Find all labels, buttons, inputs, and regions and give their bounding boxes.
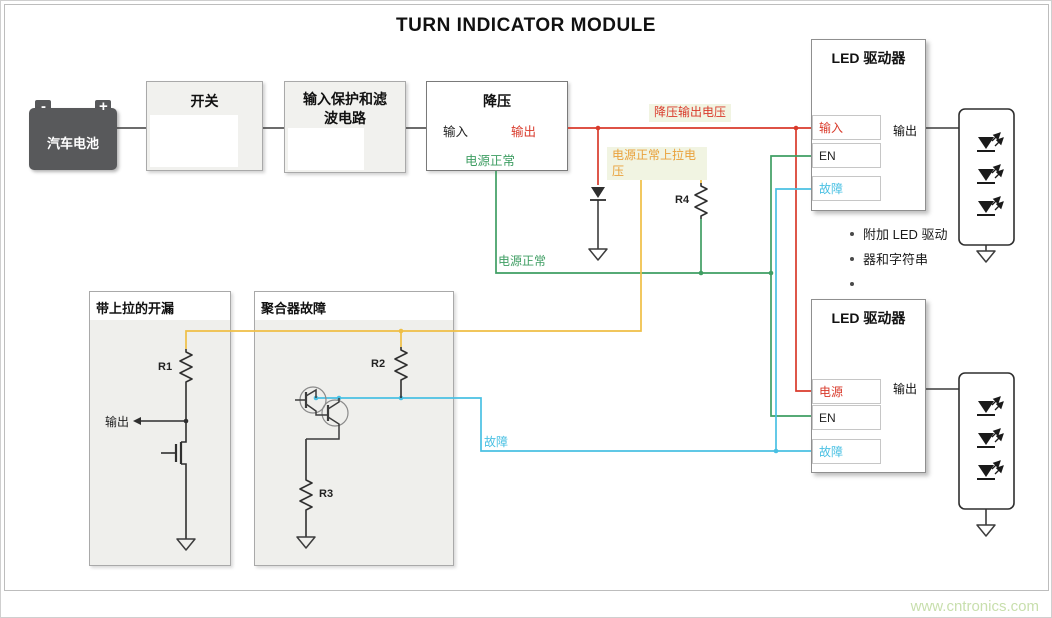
r1-label: R1 xyxy=(158,361,173,373)
net-label-fault: 故障 xyxy=(484,435,509,449)
buck-title: 降压 xyxy=(483,93,511,109)
r2-label: R2 xyxy=(371,358,386,370)
open-drain-title: 带上拉的开漏 xyxy=(96,301,175,316)
r4-label: R4 xyxy=(675,194,690,206)
r3-label: R3 xyxy=(319,488,334,500)
led-driver-bottom-pin-output: 输出 xyxy=(892,382,917,396)
switch-label: 开关 xyxy=(190,93,219,109)
led-driver-top-pin-fault: 故障 xyxy=(812,176,881,201)
led-driver-bottom-block: LED 驱动器 电源 EN 故障 输出 xyxy=(811,299,926,473)
input-protection-inner xyxy=(288,128,364,170)
battery-minus-sign: - xyxy=(41,98,46,115)
bullet-icon xyxy=(850,257,854,261)
switch-block-inner xyxy=(150,115,238,167)
additional-drivers-note: 附加 LED 驱动器和字符串 xyxy=(863,227,948,267)
led-driver-bottom-pin-en: EN xyxy=(812,405,881,430)
led-driver-top-title: LED 驱动器 xyxy=(831,50,906,66)
net-label-pgood-pullup-voltage: 电源正常上拉电压 xyxy=(607,147,707,181)
led-driver-top-block: LED 驱动器 输入 EN 故障 输出 xyxy=(811,39,926,211)
battery-terminal-plus xyxy=(95,100,111,110)
buck-pin-input: 输入 xyxy=(443,125,469,139)
fault-combiner-title: 聚合器故障 xyxy=(261,301,327,316)
fault-combiner-block: 聚合器故障 xyxy=(254,291,454,566)
input-protection-label: 输入保护和滤波电路 xyxy=(303,91,387,126)
bullet-icon xyxy=(850,282,854,286)
led-driver-top-pin-input: 输入 xyxy=(812,115,881,140)
page-title: TURN INDICATOR MODULE xyxy=(396,15,656,36)
battery-plus-sign: + xyxy=(99,98,108,115)
open-drain-output-label: 输出 xyxy=(105,415,130,429)
led-driver-top-pin-en: EN xyxy=(812,143,881,168)
led-driver-bottom-pin-fault: 故障 xyxy=(812,439,881,464)
car-battery-icon xyxy=(29,108,117,170)
led-driver-top-pin-output: 输出 xyxy=(892,124,917,138)
led-driver-bottom-pin-power: 电源 xyxy=(812,379,881,404)
battery-label: 汽车电池 xyxy=(46,136,99,151)
switch-block: 开关 xyxy=(146,81,263,171)
net-label-pgood: 电源正常 xyxy=(498,254,547,268)
net-label-buck-output-voltage: 降压输出电压 xyxy=(649,104,732,122)
led-driver-bottom-title: LED 驱动器 xyxy=(831,310,906,326)
bullet-icon xyxy=(850,232,854,236)
buck-block: 降压 输入 输出 电源正常 xyxy=(426,81,568,171)
watermark: www.cntronics.com xyxy=(910,598,1039,615)
battery-terminal-minus xyxy=(35,100,51,110)
buck-pin-output: 输出 xyxy=(511,125,537,139)
buck-pin-pgood: 电源正常 xyxy=(465,154,516,168)
input-protection-block: 输入保护和滤波电路 xyxy=(284,81,406,173)
